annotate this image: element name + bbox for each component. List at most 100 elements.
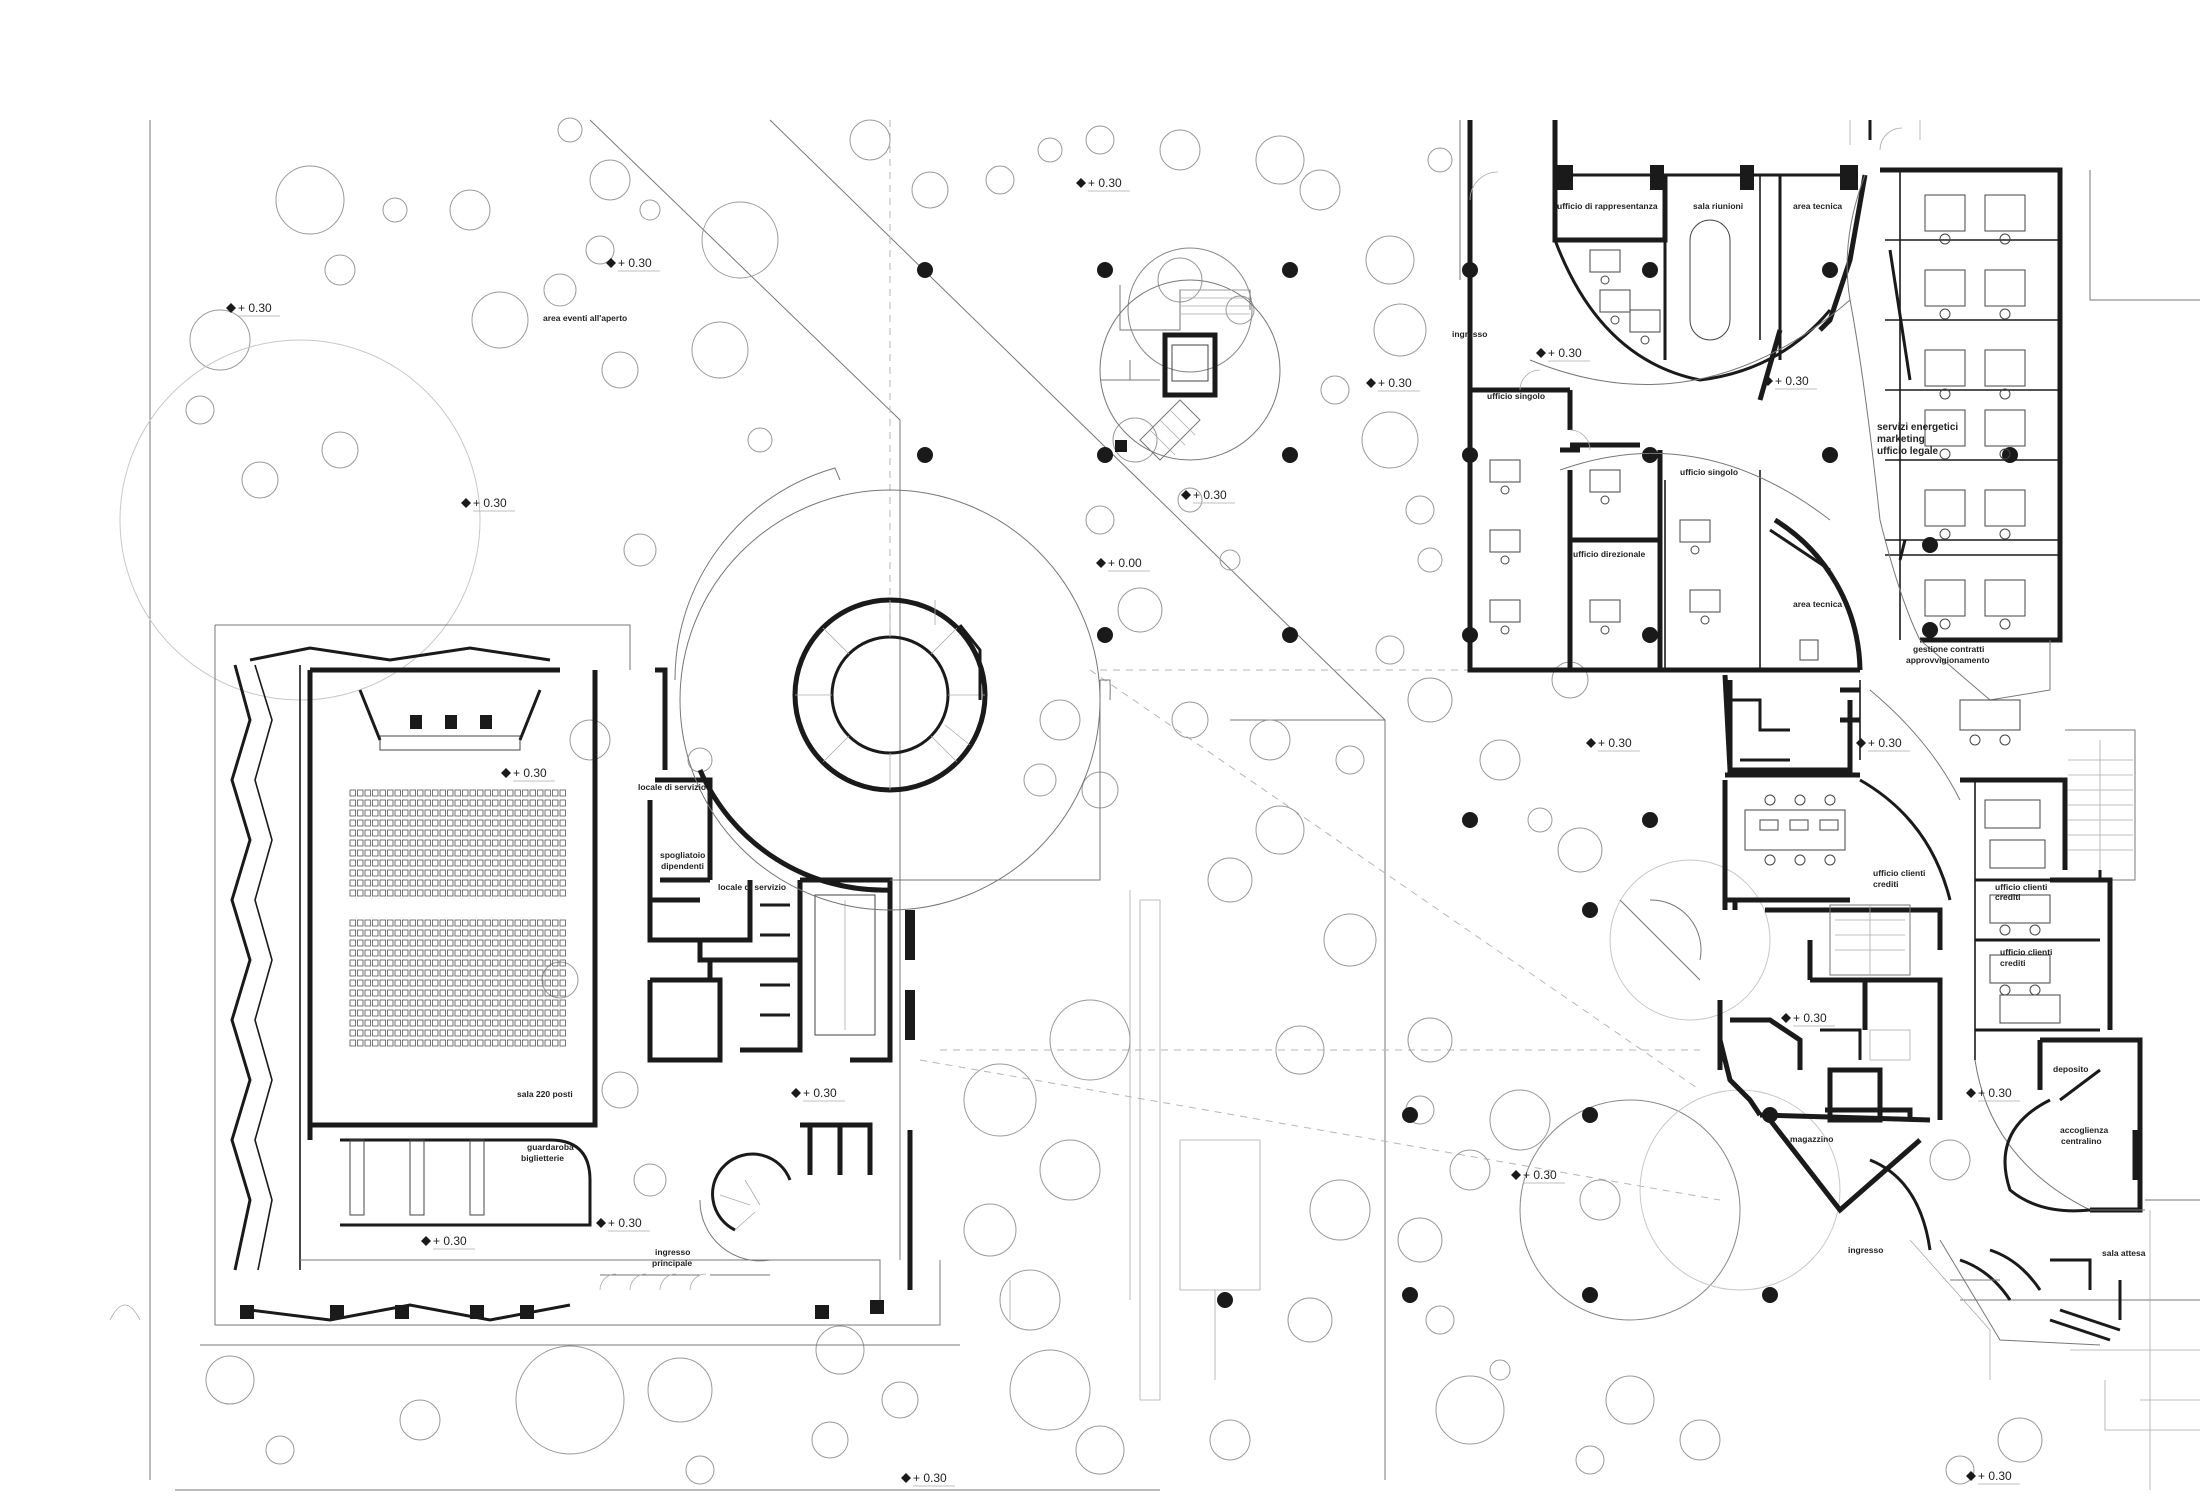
seat — [537, 1029, 544, 1037]
seat — [507, 859, 514, 867]
seat — [394, 859, 401, 867]
seat — [409, 829, 416, 837]
seat — [424, 999, 431, 1007]
seat — [394, 939, 401, 947]
seat — [514, 1039, 521, 1047]
seat — [364, 929, 371, 937]
seat — [492, 1009, 499, 1017]
seat — [387, 859, 394, 867]
seat — [349, 809, 356, 817]
seat — [394, 849, 401, 857]
seat — [484, 859, 491, 867]
seat — [357, 1019, 364, 1027]
seat — [544, 959, 551, 967]
seat — [537, 799, 544, 807]
seat — [439, 949, 446, 957]
seat — [424, 859, 431, 867]
seat — [469, 839, 476, 847]
seat — [417, 1019, 424, 1027]
desk — [1679, 519, 1711, 543]
seat — [454, 809, 461, 817]
seat — [372, 939, 379, 947]
seat — [364, 849, 371, 857]
seat — [469, 819, 476, 827]
level-marker: + 0.30 — [1763, 374, 1817, 390]
seat — [477, 879, 484, 887]
seat — [514, 879, 521, 887]
seat — [372, 869, 379, 877]
seat — [372, 829, 379, 837]
seat — [492, 809, 499, 817]
seat — [357, 859, 364, 867]
seat — [417, 819, 424, 827]
seat — [544, 819, 551, 827]
seat — [409, 809, 416, 817]
seat — [349, 819, 356, 827]
level-marker: + 0.30 — [1181, 488, 1235, 504]
seat — [559, 1029, 566, 1037]
room-label-area-tecnica-1: area tecnica — [1793, 201, 1842, 211]
chair — [1939, 308, 1951, 320]
seat — [387, 819, 394, 827]
level-text: + 0.30 — [803, 1086, 837, 1100]
stair-pavilion — [1099, 279, 1281, 461]
seat — [432, 879, 439, 887]
seat — [432, 1009, 439, 1017]
seat — [349, 929, 356, 937]
seat — [394, 979, 401, 987]
seat — [364, 1009, 371, 1017]
room-label-gestione-2: approvvigionamento — [1906, 655, 1990, 665]
seat — [394, 959, 401, 967]
seat — [409, 819, 416, 827]
seat — [484, 929, 491, 937]
seat — [544, 989, 551, 997]
seat — [552, 849, 559, 857]
seat — [409, 879, 416, 887]
level-text: + 0.30 — [513, 766, 547, 780]
level-symbol-icon — [1181, 490, 1191, 500]
seat — [439, 1019, 446, 1027]
seat — [432, 859, 439, 867]
seat — [387, 789, 394, 797]
level-symbol-icon — [461, 498, 471, 508]
seat — [469, 859, 476, 867]
seat — [439, 819, 446, 827]
seat — [417, 1039, 424, 1047]
room-label-deposito: deposito — [2053, 1064, 2088, 1074]
seat — [537, 849, 544, 857]
seat — [364, 809, 371, 817]
seat — [559, 949, 566, 957]
seat — [394, 1019, 401, 1027]
seat — [349, 1019, 356, 1027]
seat — [447, 799, 454, 807]
seat — [529, 809, 536, 817]
seat — [432, 999, 439, 1007]
seat — [379, 999, 386, 1007]
seat — [372, 949, 379, 957]
chair — [1640, 335, 1650, 345]
seat — [552, 1039, 559, 1047]
seat — [402, 859, 409, 867]
seat — [379, 929, 386, 937]
seat — [514, 1029, 521, 1037]
seat — [499, 969, 506, 977]
seat — [349, 969, 356, 977]
seat — [507, 889, 514, 897]
seat — [514, 819, 521, 827]
seat — [439, 849, 446, 857]
seat — [379, 849, 386, 857]
room-label-spogliatoio-2: dipendenti — [661, 861, 704, 871]
seat — [387, 949, 394, 957]
seat — [492, 1029, 499, 1037]
seat — [439, 879, 446, 887]
seat — [559, 999, 566, 1007]
seat — [379, 839, 386, 847]
seat — [469, 969, 476, 977]
seat — [514, 789, 521, 797]
seat — [499, 1039, 506, 1047]
seat — [394, 879, 401, 887]
seat — [432, 1039, 439, 1047]
seat — [394, 889, 401, 897]
seat — [402, 1029, 409, 1037]
